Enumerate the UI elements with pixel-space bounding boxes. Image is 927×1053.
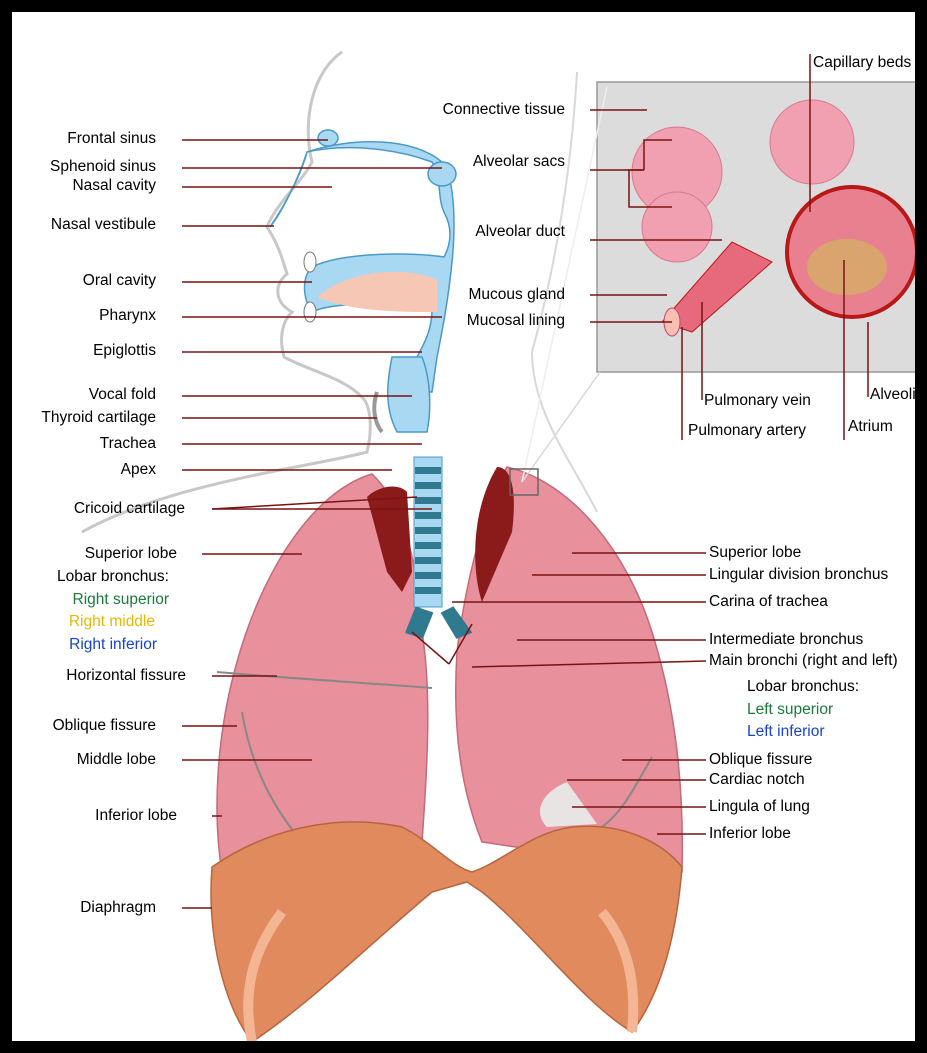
- label-main-bronchi: Main bronchi (right and left): [709, 652, 898, 670]
- label-alveolar-sacs: Alveolar sacs: [473, 153, 565, 171]
- tooth-lower: [304, 302, 316, 322]
- label-horizontal-fissure: Horizontal fissure: [66, 667, 186, 685]
- label-inferior-lobe-left: Inferior lobe: [709, 825, 791, 843]
- label-connective-tissue: Connective tissue: [443, 101, 565, 119]
- label-pharynx: Pharynx: [99, 307, 156, 325]
- label-inferior-lobe-right: Inferior lobe: [95, 807, 177, 825]
- label-lobar-bronchus-right: Lobar bronchus:: [57, 568, 169, 586]
- label-trachea: Trachea: [100, 435, 156, 453]
- label-left-superior: Left superior: [747, 701, 833, 719]
- label-cricoid-cartilage: Cricoid cartilage: [74, 500, 185, 518]
- label-capillary-beds: Capillary beds: [813, 54, 911, 72]
- label-right-middle: Right middle: [69, 613, 155, 631]
- label-right-superior: Right superior: [73, 591, 170, 609]
- sphenoid-sinus-shape: [428, 162, 456, 186]
- frontal-sinus-shape: [318, 130, 338, 146]
- label-superior-lobe-left: Superior lobe: [709, 544, 801, 562]
- label-mucosal-lining: Mucosal lining: [467, 312, 565, 330]
- label-superior-lobe-right: Superior lobe: [85, 545, 177, 563]
- label-oblique-fissure-right: Oblique fissure: [53, 717, 156, 735]
- label-cardiac-notch: Cardiac notch: [709, 771, 805, 789]
- label-epiglottis: Epiglottis: [93, 342, 156, 360]
- label-apex: Apex: [121, 461, 156, 479]
- label-alveoli: Alveoli: [870, 386, 916, 404]
- label-diaphragm: Diaphragm: [80, 899, 156, 917]
- main-bronchi-shape: [407, 607, 470, 637]
- label-oral-cavity: Oral cavity: [83, 272, 156, 290]
- label-oblique-fissure-left: Oblique fissure: [709, 751, 812, 769]
- label-alveolar-duct: Alveolar duct: [475, 223, 565, 241]
- label-lingular-division-bronchus: Lingular division bronchus: [709, 566, 888, 584]
- label-intermediate-bronchus: Intermediate bronchus: [709, 631, 863, 649]
- label-thyroid-cartilage: Thyroid cartilage: [41, 409, 156, 427]
- label-nasal-cavity: Nasal cavity: [72, 177, 156, 195]
- label-pulmonary-artery: Pulmonary artery: [688, 422, 806, 440]
- label-sphenoid-sinus: Sphenoid sinus: [50, 158, 156, 176]
- tooth-upper: [304, 252, 316, 272]
- thyroid-cartilage-shape: [374, 392, 382, 432]
- larynx-shape: [388, 357, 430, 432]
- label-pulmonary-vein: Pulmonary vein: [704, 392, 811, 410]
- label-right-inferior: Right inferior: [69, 636, 157, 654]
- label-middle-lobe: Middle lobe: [77, 751, 156, 769]
- label-mucous-gland: Mucous gland: [468, 286, 565, 304]
- nasal-cavity-shape: [270, 142, 454, 392]
- label-lobar-bronchus-left: Lobar bronchus:: [747, 678, 859, 696]
- label-atrium: Atrium: [848, 418, 893, 436]
- label-nasal-vestibule: Nasal vestibule: [51, 216, 156, 234]
- label-vocal-fold: Vocal fold: [89, 386, 156, 404]
- label-left-inferior: Left inferior: [747, 723, 825, 741]
- label-frontal-sinus: Frontal sinus: [67, 130, 156, 148]
- alveolar-sac-cluster-2: [642, 192, 712, 262]
- atrium-shape: [807, 239, 887, 295]
- alveolar-sac-cluster-3: [770, 100, 854, 184]
- trachea-rings: [414, 457, 442, 607]
- label-lingula-of-lung: Lingula of lung: [709, 798, 810, 816]
- label-carina-of-trachea: Carina of trachea: [709, 593, 828, 611]
